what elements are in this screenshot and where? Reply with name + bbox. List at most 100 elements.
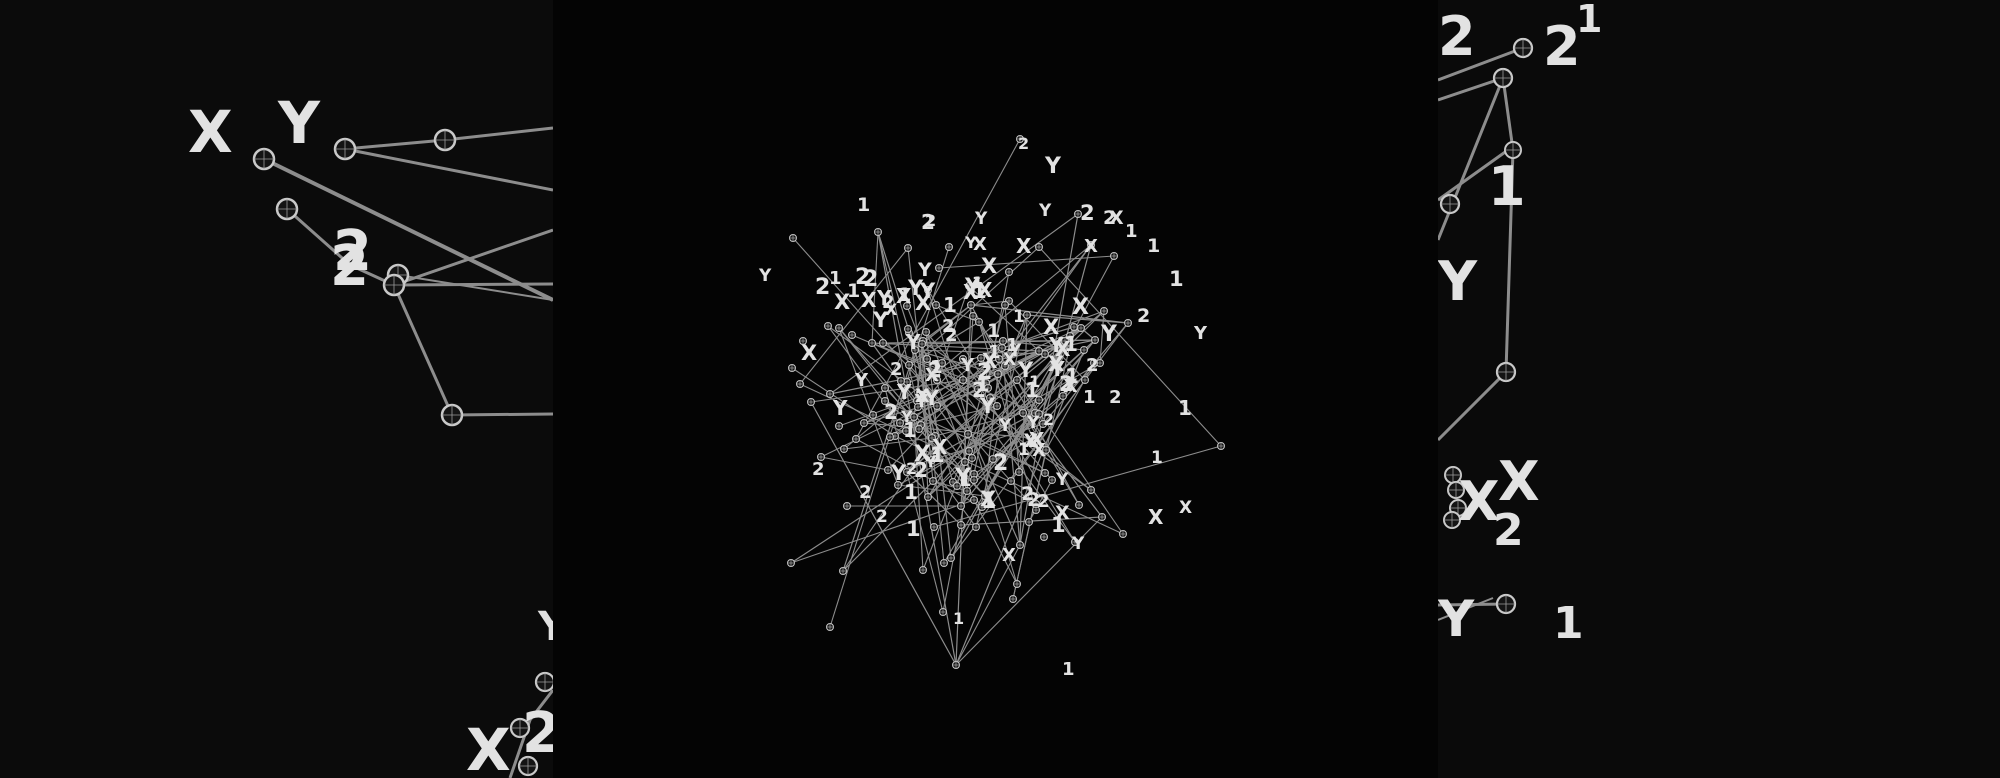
graph-node — [933, 402, 941, 410]
graph-node — [824, 322, 832, 330]
graph-edge — [838, 365, 1006, 427]
graph-label: 1 — [930, 443, 945, 467]
graph-label: Y — [1193, 323, 1208, 344]
graph-edge — [286, 207, 553, 287]
graph-label: 2 — [1438, 5, 1476, 68]
graph-label: X — [1148, 505, 1164, 529]
graph-label: 1 — [1151, 448, 1163, 468]
graph-node — [989, 455, 997, 463]
graph-edge — [1038, 246, 1222, 447]
graph-label: 2 — [863, 267, 878, 292]
graph-node — [879, 339, 887, 347]
graph-label: 2 — [884, 400, 898, 424]
graph-node — [924, 493, 932, 501]
graph-label: 1 — [1025, 378, 1039, 402]
graph-edge — [1022, 412, 1080, 506]
graph-node — [929, 477, 937, 485]
graph-label: Y — [900, 407, 913, 426]
graph-node — [1016, 135, 1024, 143]
graph-label: Y — [854, 370, 869, 391]
graph-node — [928, 456, 936, 464]
graph-edge — [882, 342, 1092, 491]
graph-node — [959, 376, 967, 384]
graph-edge — [393, 282, 553, 287]
graph-node — [1025, 518, 1033, 526]
graph-label: X — [466, 716, 511, 778]
graph-label: 2 — [812, 459, 825, 480]
graph-node — [1119, 530, 1127, 538]
graph-label: X — [1458, 470, 1500, 533]
graph-edge — [1099, 310, 1105, 364]
graph-label: 1 — [1051, 513, 1066, 537]
graph-node — [1217, 442, 1225, 450]
graph-edge — [1438, 148, 1509, 202]
graph-label: 2 — [1043, 410, 1054, 429]
graph-node — [1013, 376, 1021, 384]
graph-label: 2 — [972, 378, 986, 402]
graph-edge — [913, 416, 924, 571]
graph-label: Y — [1048, 333, 1064, 357]
graph-label: 2 — [993, 451, 1008, 476]
graph-node — [910, 413, 918, 421]
graph-node — [1444, 466, 1462, 484]
graph-edge — [827, 325, 977, 528]
graph-label: 1 — [988, 342, 1001, 363]
graph-label: Y — [277, 89, 321, 157]
graph-node — [839, 567, 847, 575]
graph-node — [1032, 500, 1040, 508]
graph-node — [789, 234, 797, 242]
graph-edge — [968, 285, 1040, 352]
graph-label: X — [1072, 295, 1089, 320]
graph-label: X — [1055, 502, 1070, 524]
graph-node — [796, 380, 804, 388]
graph-node — [433, 128, 457, 152]
graph-edge — [1032, 326, 1075, 439]
graph-node — [935, 264, 943, 272]
graph-edge — [1004, 304, 1020, 473]
graph-node — [903, 468, 911, 476]
graph-edge — [855, 438, 983, 508]
graph-node — [1096, 359, 1104, 367]
graph-label: 1 — [1013, 307, 1025, 327]
graph-label: Y — [1023, 430, 1038, 452]
graph-label: X — [1084, 236, 1098, 257]
graph-node — [939, 608, 947, 616]
graph-node — [1447, 481, 1465, 499]
graph-label: 1 — [959, 470, 972, 491]
graph-node — [1009, 343, 1017, 351]
graph-node — [1013, 580, 1021, 588]
graph-node — [897, 377, 905, 385]
graph-node — [953, 482, 961, 490]
graph-label: 2 — [855, 265, 870, 290]
graph-label: 1 — [953, 609, 964, 628]
graph-node — [1443, 511, 1461, 529]
graph-label: 1 — [1083, 387, 1096, 408]
graph-node — [963, 487, 971, 495]
graph-edge — [897, 484, 986, 497]
graph-node — [903, 378, 911, 386]
graph-edge — [952, 397, 991, 483]
graph-node — [1015, 468, 1023, 476]
graph-edge — [799, 247, 909, 385]
graph-label: Y — [758, 266, 772, 286]
graph-edge — [960, 315, 974, 507]
graph-node — [1007, 477, 1015, 485]
graph-edge — [922, 461, 966, 571]
graph-node — [968, 454, 976, 462]
graph-label: X — [981, 254, 997, 278]
graph-node — [977, 354, 985, 362]
graph-label: 1 — [1178, 396, 1192, 420]
graph-node — [1087, 241, 1095, 249]
graph-node — [1023, 311, 1031, 319]
graph-label: 2 — [876, 507, 888, 527]
graph-node — [1042, 446, 1050, 454]
graph-node — [918, 340, 926, 348]
graph-label: X — [861, 288, 877, 312]
graph-label: Y — [923, 386, 940, 410]
graph-label: 1 — [1006, 335, 1019, 356]
graph-node — [881, 397, 889, 405]
graph-node — [896, 419, 904, 427]
graph-label: Y — [876, 286, 892, 310]
graph-edge — [790, 499, 975, 564]
